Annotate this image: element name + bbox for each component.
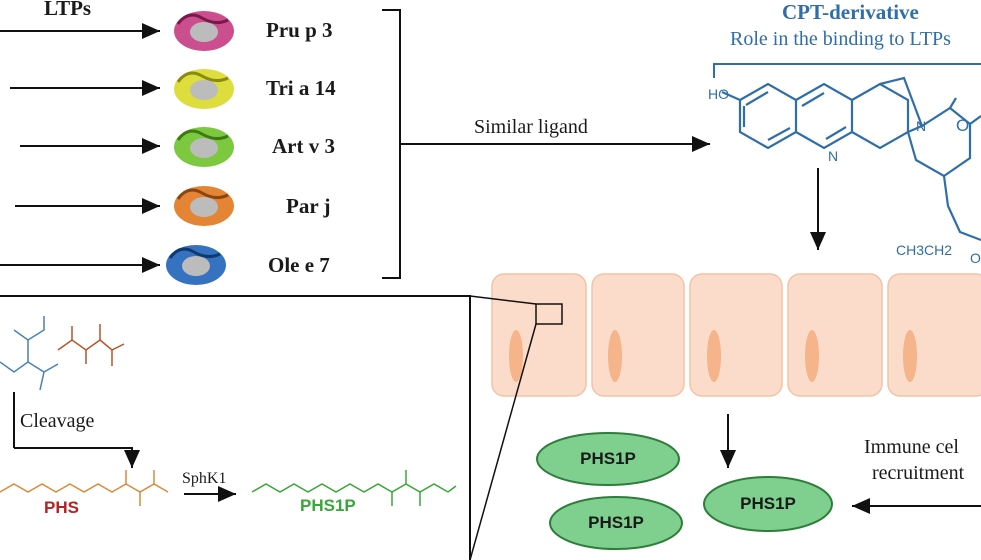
sphk1-label: SphK1 <box>182 470 227 487</box>
phs1p-ellipse-label-1: PHS1P <box>580 449 636 468</box>
protein-label-pru-p-3: Pru p 3 <box>266 18 333 42</box>
cleavage-label: Cleavage <box>20 410 95 432</box>
ltps-label: LTPs <box>44 0 92 20</box>
cpt-ch3ch2: CH3CH2 <box>896 242 953 258</box>
phs1p-ellipse-2 <box>549 496 683 550</box>
protein-label-art-v-3: Art v 3 <box>272 134 335 158</box>
cpt-o2: O <box>970 250 981 266</box>
cpt-structure <box>721 76 981 242</box>
cpt-bracket <box>713 63 981 78</box>
phs1p-ellipse-1 <box>536 432 680 486</box>
protein-label-par-j: Par j <box>286 194 331 218</box>
cpt-n1: N <box>828 148 839 164</box>
phs1p-ellipse-label-3: PHS1P <box>740 494 796 513</box>
phs-chain <box>0 470 169 506</box>
cpt-o: O <box>956 116 970 135</box>
immune-line-1: Immune cel <box>864 436 959 458</box>
cpt-subtitle: Role in the binding to LTPs <box>730 28 951 50</box>
zoom-square <box>535 303 563 325</box>
protein-icon-tri-a-14 <box>168 64 240 119</box>
cpt-title: CPT-derivative <box>782 0 919 24</box>
zoom-line-top <box>469 295 537 305</box>
zoom-line-bottom <box>469 323 537 560</box>
immune-line-2: recruitment <box>872 462 965 484</box>
epithelium <box>491 273 981 397</box>
phs1p-chain <box>251 470 457 506</box>
protein-icon-par-j <box>168 181 240 236</box>
phs1p-ellipse-3 <box>703 476 833 532</box>
similar-ligand-label: Similar ligand <box>474 116 588 138</box>
protein-label-ole-e-7: Ole e 7 <box>268 253 330 277</box>
sphingolipid-structure <box>0 316 125 391</box>
protein-icon-pru-p-3 <box>168 6 240 61</box>
inset-box <box>0 295 471 560</box>
cpt-ho: HO <box>708 86 729 102</box>
protein-icon-art-v-3 <box>168 122 240 177</box>
phs1p-ellipse-label-2: PHS1P <box>588 513 644 532</box>
protein-icon-ole-e-7 <box>160 240 232 295</box>
cpt-n2: N <box>916 118 927 134</box>
bracket <box>382 9 401 279</box>
phs1p-inset-label: PHS1P <box>300 496 356 515</box>
protein-label-tri-a-14: Tri a 14 <box>266 76 336 100</box>
cleavage-path <box>14 447 140 468</box>
phs-label: PHS <box>44 498 79 517</box>
